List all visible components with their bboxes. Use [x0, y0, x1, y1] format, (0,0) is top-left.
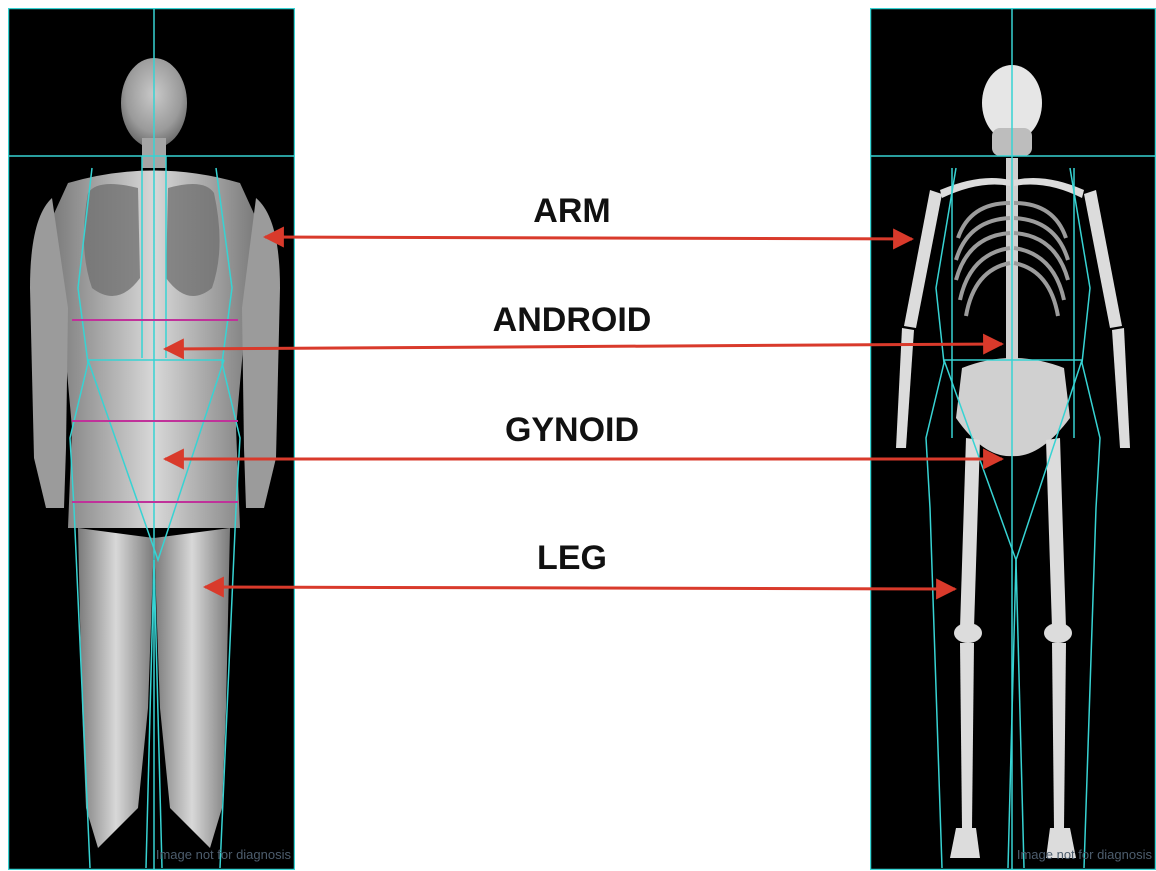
arm-arrow	[265, 237, 912, 239]
leg-label: LEG	[422, 539, 722, 578]
gynoid-label: GYNOID	[422, 411, 722, 450]
android-arrow	[165, 344, 1002, 349]
android-label: ANDROID	[422, 301, 722, 340]
leg-arrow	[205, 587, 955, 589]
arm-label: ARM	[422, 192, 722, 231]
